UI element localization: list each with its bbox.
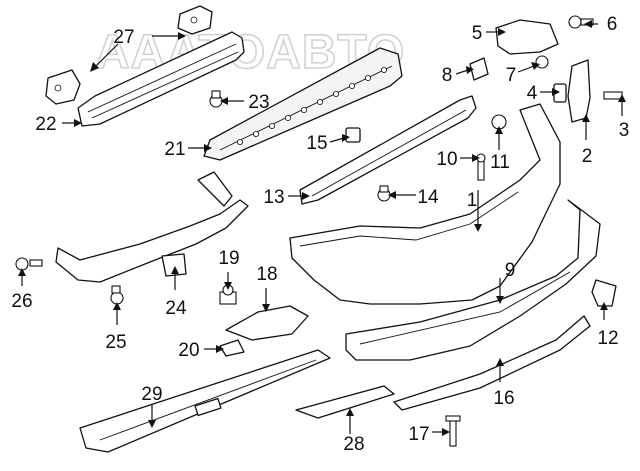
part-29-step-pad — [79, 349, 331, 453]
callout-24: 24 — [165, 298, 187, 319]
part-10-pin — [476, 153, 486, 181]
callout-6: 6 — [607, 14, 618, 35]
part-27-brackets — [45, 5, 213, 105]
part-9-lower-valance — [345, 199, 601, 361]
callout-7: 7 — [506, 65, 517, 86]
callout-11: 11 — [490, 152, 510, 173]
part-23-bolt — [209, 90, 223, 108]
callout-1: 1 — [467, 190, 478, 211]
callout-18: 18 — [256, 264, 277, 285]
part-1-bumper-cover — [289, 103, 561, 305]
callout-20: 20 — [178, 340, 199, 361]
callout-26: 26 — [11, 291, 32, 312]
part-17-screw — [445, 415, 461, 447]
part-3-screw — [603, 91, 623, 100]
part-13-reinforcement — [299, 95, 477, 205]
callout-8: 8 — [442, 65, 453, 86]
part-28-trim-strip — [295, 385, 395, 419]
callout-17: 17 — [408, 424, 429, 445]
part-8-clip — [469, 57, 489, 81]
callout-29: 29 — [141, 384, 162, 405]
callout-9: 9 — [505, 260, 516, 281]
callout-23: 23 — [248, 92, 269, 113]
callout-labels: 1 2 3 4 5 6 7 8 9 10 11 12 13 14 15 16 1… — [11, 14, 629, 455]
callout-15: 15 — [306, 133, 327, 154]
part-5-sensor — [495, 19, 559, 55]
callout-13: 13 — [263, 187, 284, 208]
callout-27: 27 — [113, 27, 134, 48]
callout-2: 2 — [582, 146, 593, 167]
callout-16: 16 — [493, 388, 514, 409]
callout-5: 5 — [472, 23, 483, 44]
callout-14: 14 — [417, 187, 439, 208]
part-21-energy-absorber — [203, 47, 403, 161]
part-14-bolt — [377, 185, 391, 202]
part-18-bracket — [225, 305, 309, 341]
callout-10: 10 — [436, 149, 457, 170]
part-15-clip — [345, 127, 361, 143]
callout-3: 3 — [619, 120, 630, 141]
callout-19: 19 — [218, 248, 239, 269]
callout-22: 22 — [35, 114, 56, 135]
callout-12: 12 — [597, 328, 618, 349]
part-16-lower-trim — [393, 315, 591, 411]
part-25-bolt — [110, 285, 124, 305]
part-2-bracket — [567, 59, 591, 123]
callout-28: 28 — [343, 434, 364, 455]
part-24-tow-hitch — [55, 171, 249, 283]
part-20-clip — [219, 339, 245, 357]
leader-lines — [18, 20, 626, 436]
part-26-bolt — [15, 257, 43, 271]
part-6-bolt — [568, 15, 594, 29]
callout-4: 4 — [527, 83, 538, 104]
callout-25: 25 — [105, 332, 126, 353]
callout-21: 21 — [164, 139, 185, 160]
part-22-impact-bar — [77, 31, 245, 127]
